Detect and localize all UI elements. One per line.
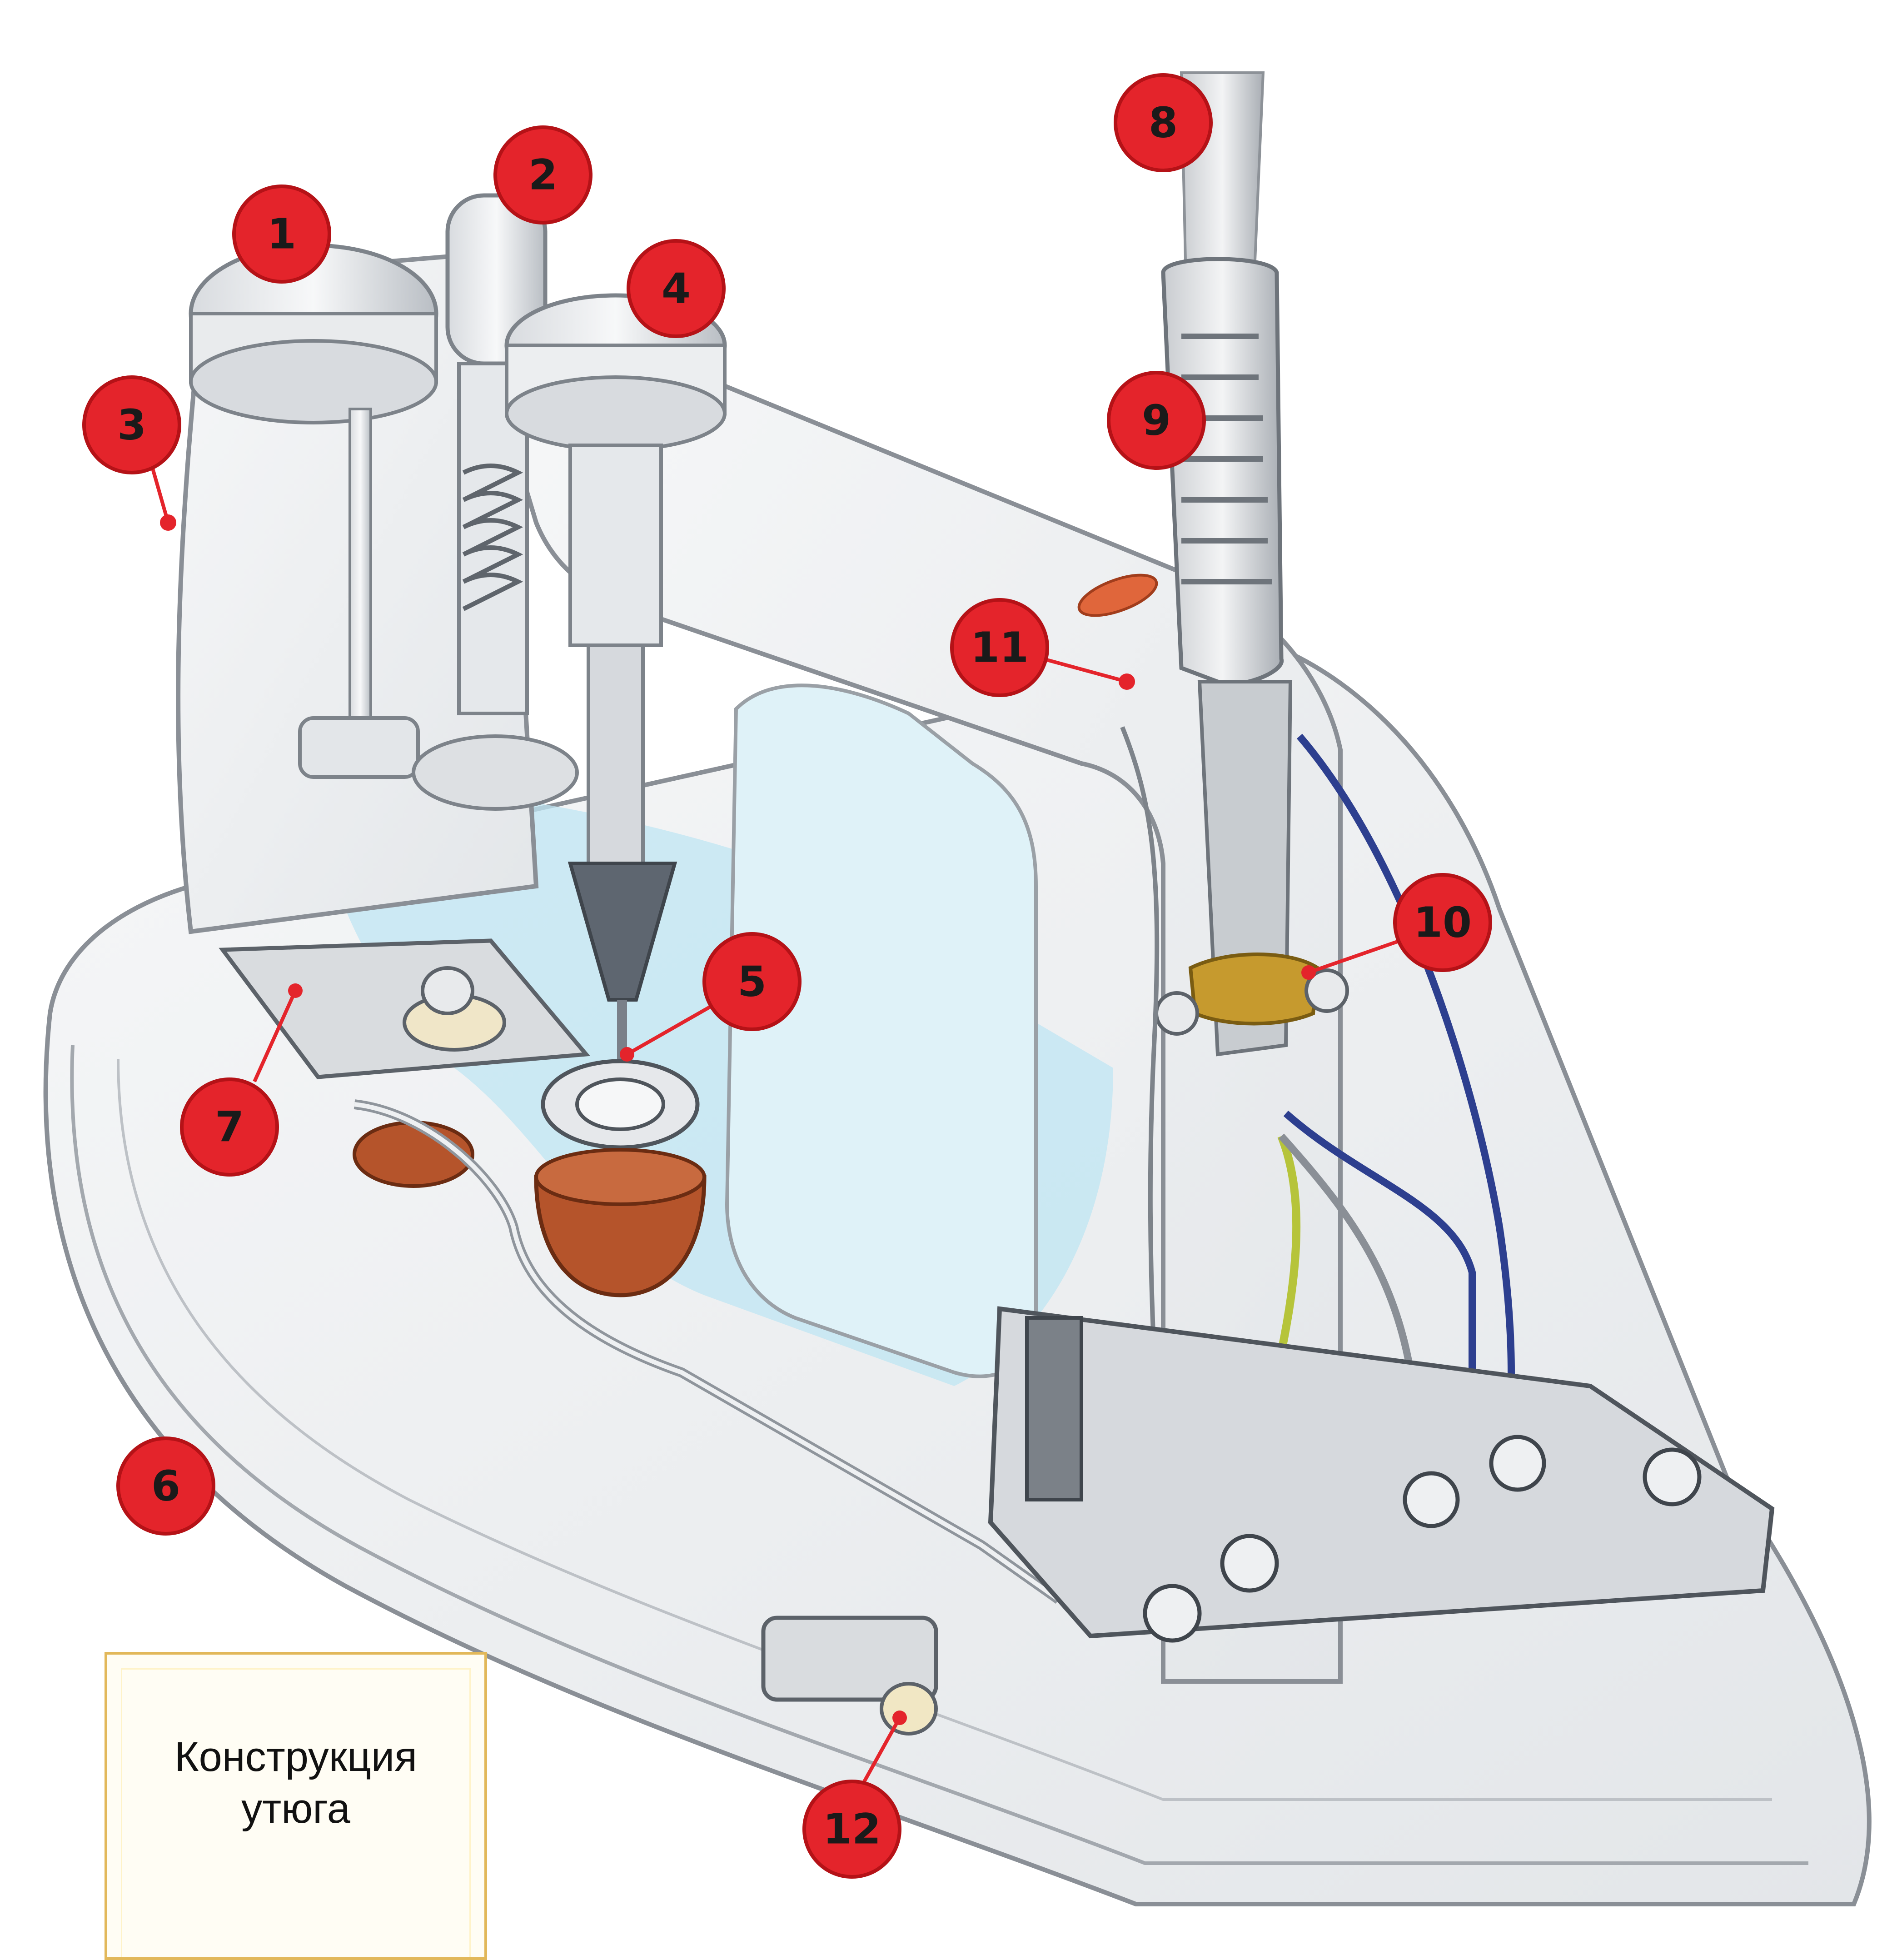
- steam-valve-cup: [534, 1175, 707, 1297]
- badge-2-label: 2: [528, 151, 558, 199]
- wire-blue: [1296, 733, 1515, 1432]
- badge-4-label: 4: [662, 264, 691, 313]
- temperature-rod: [349, 408, 372, 774]
- steam-needle-housing: [587, 643, 645, 865]
- badge-5-label: 5: [737, 958, 767, 1006]
- cord-clamp: [1188, 953, 1320, 1026]
- steam-valve-ring: [575, 1077, 665, 1131]
- soleplate-rim: [70, 1045, 1808, 1865]
- terminal-screws: [1143, 1435, 1702, 1643]
- badge-11-label: 11: [971, 623, 1029, 672]
- leader-5: [626, 998, 723, 1056]
- badge-7: 7: [180, 1077, 279, 1177]
- strain-relief-slots: [1181, 334, 1272, 584]
- badge-1-label: 1: [267, 210, 296, 259]
- cord-strain-relief: [1161, 257, 1284, 686]
- leader-7: [253, 990, 297, 1082]
- handle-window: [725, 683, 1038, 1378]
- heating-element-core: [354, 1102, 1060, 1602]
- thermostat-plate: [219, 938, 591, 1079]
- soleplate-rim-inner: [117, 1058, 1772, 1801]
- caption-inner-frame: Конструкция утюга: [121, 1668, 471, 1957]
- badge-10: 10: [1393, 873, 1492, 972]
- caption-text: Конструкция утюга: [122, 1731, 469, 1835]
- badge-6-label: 6: [151, 1462, 180, 1511]
- terminal-bracket: [1025, 1316, 1083, 1501]
- badge-8-label: 8: [1149, 99, 1178, 147]
- steam-nozzle: [568, 862, 677, 1002]
- badge-7-label: 7: [215, 1103, 244, 1152]
- clamp-screw-right: [1304, 968, 1349, 1013]
- badge-8: 8: [1114, 73, 1213, 172]
- indicator-lamp: [1077, 574, 1158, 617]
- leader-dots: [160, 514, 1316, 1725]
- badge-4: 4: [627, 239, 726, 338]
- caption-line-2: утюга: [241, 1785, 350, 1832]
- badge-10-label: 10: [1414, 898, 1472, 947]
- temperature-rod-collar: [298, 716, 420, 779]
- spray-pump-spring: [462, 464, 523, 611]
- badge-11: 11: [950, 598, 1049, 697]
- badge-3: 3: [82, 375, 181, 474]
- badge-12-label: 12: [823, 1805, 881, 1854]
- badge-1: 1: [232, 185, 331, 284]
- steam-knob-base: [505, 375, 727, 452]
- badge-3-label: 3: [117, 401, 146, 449]
- terminal-block: [988, 1306, 1775, 1639]
- steam-shaft: [568, 444, 663, 647]
- badge-12: 12: [802, 1780, 901, 1879]
- spray-pump-collar: [412, 734, 579, 811]
- wire-blue-2: [1283, 1110, 1476, 1431]
- steam-valve-cup-rim: [534, 1148, 706, 1206]
- thermostat-screw: [421, 966, 474, 1015]
- badge-6: 6: [116, 1436, 215, 1536]
- badge-2: 2: [493, 125, 592, 224]
- leader-10: [1308, 934, 1414, 974]
- caption-box: Конструкция утюга: [105, 1652, 487, 1960]
- clamp-screw-left: [1155, 991, 1199, 1036]
- caption-line-1: Конструкция: [174, 1734, 417, 1780]
- badge-9: 9: [1107, 371, 1206, 470]
- temperature-knob-base: [189, 339, 438, 424]
- badge-9-label: 9: [1142, 396, 1171, 445]
- rear-socket: [761, 1616, 938, 1702]
- badge-5: 5: [702, 932, 802, 1031]
- rear-socket-pin: [880, 1682, 938, 1736]
